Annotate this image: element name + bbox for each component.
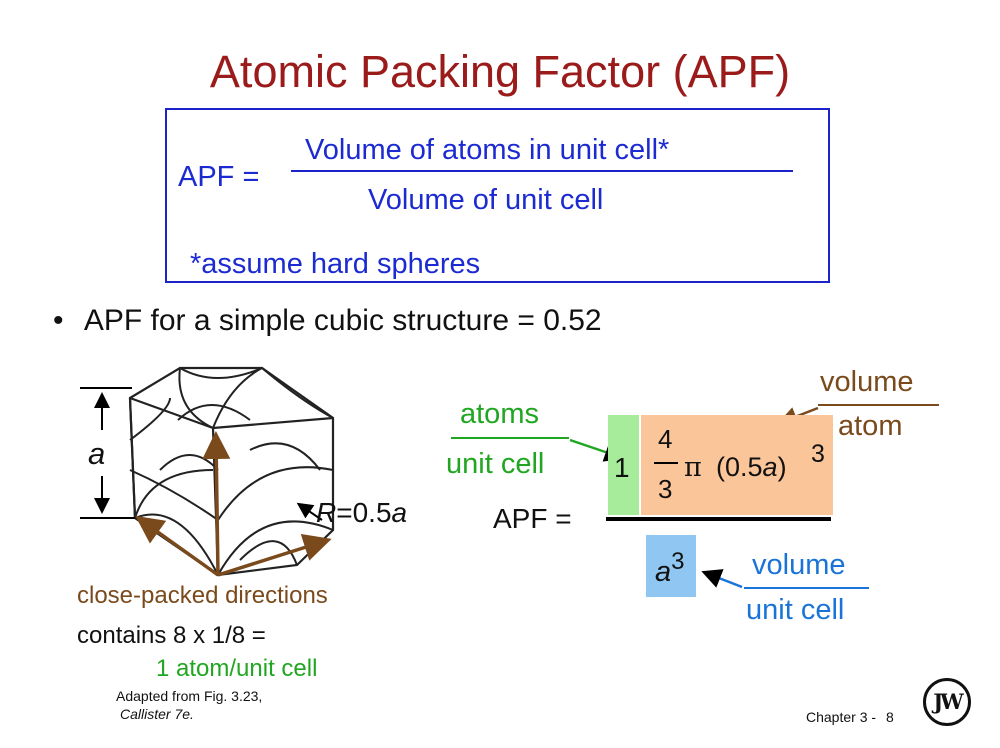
dimension-a	[80, 387, 135, 519]
bullet-marker: •	[53, 304, 64, 337]
source-line-2: Callister 7e.	[120, 706, 194, 722]
definition-fraction-bar	[291, 170, 793, 172]
volume-atom-label-top: volume	[820, 366, 914, 398]
page-number: 8	[885, 709, 894, 725]
source-line-1: Adapted from Fig. 3.23,	[116, 688, 263, 704]
close-packed-label: close-packed directions	[77, 582, 328, 609]
radius-arrow	[296, 502, 323, 521]
publisher-logo-icon: JW	[923, 678, 971, 726]
definition-numerator: Volume of atoms in unit cell*	[305, 134, 670, 166]
chapter-text: Chapter 3 -	[806, 709, 877, 725]
slide-title: Atomic Packing Factor (APF)	[209, 46, 791, 97]
definition-footnote: *assume hard spheres	[190, 248, 481, 280]
volume-cell-label-bottom: unit cell	[746, 594, 845, 626]
denominator-term: a3	[655, 548, 685, 589]
atoms-per-cell-label: 1 atom/unit cell	[156, 655, 318, 682]
apf-definition-lhs: APF =	[178, 161, 260, 193]
definition-denominator: Volume of unit cell	[368, 184, 604, 216]
unit-cell-label: unit cell	[446, 448, 545, 480]
volume-cell-label-top: volume	[752, 549, 846, 581]
volume-cell-label-bar	[744, 587, 869, 589]
radius-term: (0.5a)	[716, 452, 787, 483]
apf-equation-lhs: APF =	[493, 503, 572, 534]
definition-box	[165, 108, 830, 283]
volume-atom-label-bottom: atom	[838, 410, 903, 442]
close-packed-arrows	[135, 431, 332, 577]
radius-close: )	[777, 452, 787, 482]
contains-label: contains 8 x 1/8 =	[77, 622, 266, 649]
atoms-label: atoms	[460, 398, 539, 430]
fraction-denominator: 3	[658, 474, 673, 504]
cell-volume-box	[646, 535, 696, 597]
edge-length-label: a	[88, 436, 106, 471]
volume-atom-label-bar	[818, 404, 939, 406]
small-fraction-bar	[654, 462, 678, 464]
atoms-count-box	[608, 415, 639, 515]
fraction-numerator: 4	[658, 424, 673, 454]
bullet-text: APF for a simple cubic structure = 0.52	[83, 304, 602, 337]
logo-text: JW	[933, 689, 964, 714]
radius-label: R=0.5a	[316, 497, 407, 529]
sphere-arcs	[129, 367, 334, 576]
radius-value: =0.5	[336, 497, 392, 528]
volume-cell-arrow	[701, 569, 743, 589]
pi-symbol: π	[684, 452, 702, 483]
radius-a-var: a	[762, 452, 778, 482]
bullet-point: • APF for a simple cubic structure = 0.5…	[53, 304, 602, 338]
atom-volume-box	[641, 415, 833, 515]
denominator-exp: 3	[671, 548, 685, 575]
radius-r: R	[316, 497, 337, 528]
cube-exponent: 3	[811, 440, 825, 468]
atoms-label-bar	[451, 437, 569, 439]
radius-a: a	[391, 497, 408, 528]
atom-count: 1	[614, 452, 630, 483]
radius-open: (0.5	[716, 452, 763, 482]
denominator-var: a	[655, 556, 672, 588]
chapter-label: Chapter 3 - 8	[806, 709, 894, 725]
apf-fraction-bar	[606, 517, 831, 521]
